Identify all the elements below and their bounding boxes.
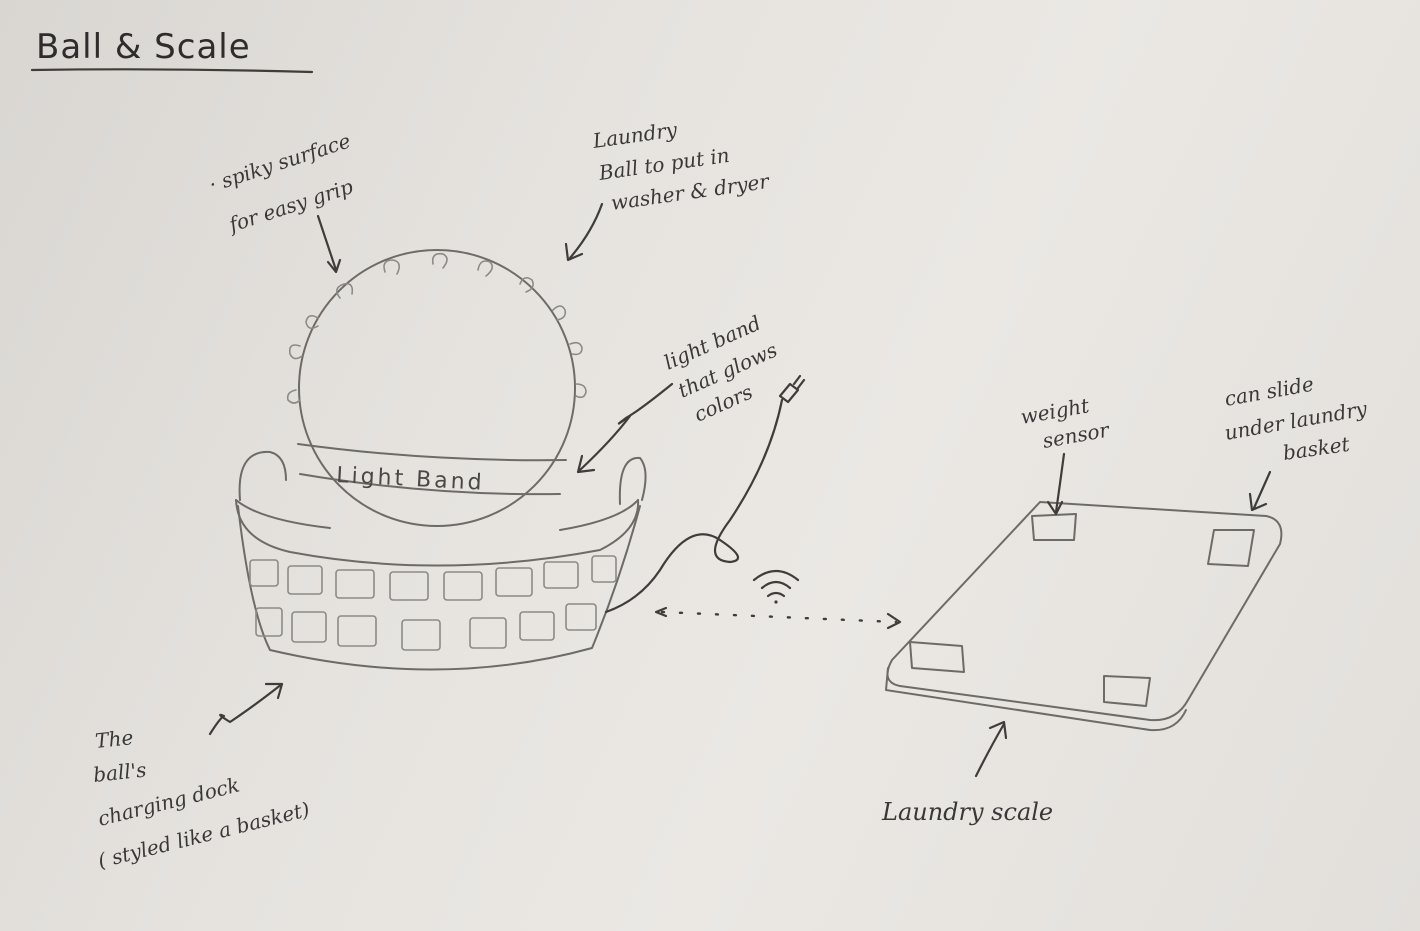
arrow-can-slide <box>1254 472 1270 508</box>
note-can-slide: can slide under laundry basket <box>1223 372 1370 510</box>
link-arrow-right <box>888 614 900 628</box>
scale-sensor-top-right <box>1208 530 1254 566</box>
note-spiky-surface: · spiky surface for easy grip <box>206 128 356 272</box>
basket-rim <box>236 500 638 566</box>
light-band-top <box>298 444 566 460</box>
note-dock-line2: ball's <box>92 758 147 787</box>
note-light-band: light band that glows colors <box>578 311 781 472</box>
arrow-laundry-scale <box>976 724 1004 776</box>
note-laundry-ball-line1: Laundry <box>590 117 679 153</box>
note-dock-line1: The <box>94 725 134 753</box>
ball-spikes <box>288 254 586 403</box>
wifi-icon <box>754 571 798 604</box>
note-laundry-scale-label: Laundry scale <box>881 798 1053 826</box>
scale-sensor-top-left <box>1032 514 1076 540</box>
scale-sensor-bottom-right <box>1104 676 1150 706</box>
wireless-link <box>662 612 896 622</box>
arrow-laundry-ball <box>570 204 602 258</box>
basket-handle-left <box>240 452 286 500</box>
basket-body <box>238 506 640 670</box>
note-charging-dock: The ball's charging dock ( styled like a… <box>92 684 312 873</box>
page-title: Ball & Scale <box>36 27 251 67</box>
note-laundry-ball: Laundry Ball to put in washer & dryer <box>566 117 772 260</box>
laundry-scale <box>886 502 1281 730</box>
light-band-label: Light Band <box>336 463 485 496</box>
note-weight-sensor: weight sensor <box>1019 393 1112 514</box>
arrow-light-band <box>580 384 672 470</box>
basket-handle-right <box>620 458 646 504</box>
arrow-dock <box>210 684 282 734</box>
laundry-ball: Light Band <box>288 250 586 526</box>
note-can-slide-line1: can slide <box>1223 372 1316 411</box>
basket-slots <box>250 556 616 650</box>
plug-icon <box>780 376 804 402</box>
note-can-slide-line3: basket <box>1281 432 1352 465</box>
scale-sensor-bottom-left <box>910 642 964 672</box>
title-underline <box>32 69 312 72</box>
scale-top <box>888 502 1282 720</box>
note-laundry-scale: Laundry scale <box>881 722 1053 826</box>
